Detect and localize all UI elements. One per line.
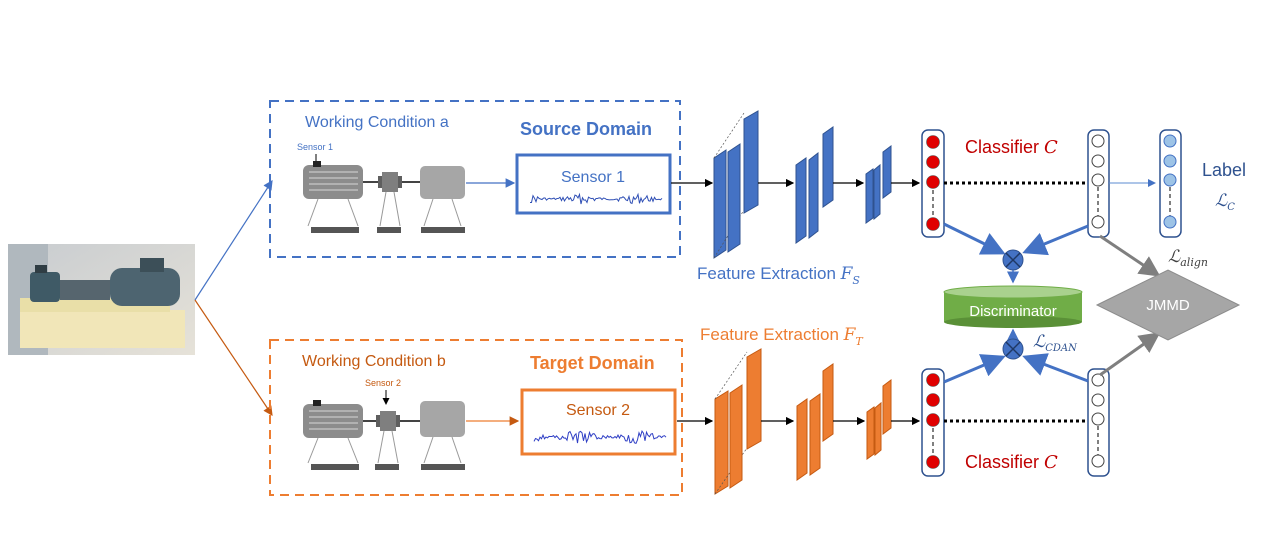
target-domain-title: Target Domain bbox=[530, 353, 655, 373]
source-sensor-tag: Sensor 1 bbox=[297, 142, 333, 152]
target-sensor-box-label: Sensor 2 bbox=[566, 402, 630, 419]
label-loss: ℒC bbox=[1215, 191, 1235, 213]
discriminator-label: Discriminator bbox=[969, 303, 1057, 320]
target-feature-extractor bbox=[677, 348, 921, 495]
source-sensor-box-label: Sensor 1 bbox=[561, 169, 625, 186]
jmmd-diamond bbox=[1095, 269, 1241, 341]
cdan-loss-label: ℒCDAN bbox=[1033, 332, 1078, 354]
discriminator-cylinder bbox=[943, 285, 1083, 328]
source-feature-label: Feature Extraction FS bbox=[697, 264, 860, 287]
target-signal-wave bbox=[533, 429, 667, 445]
source-branch-arrow bbox=[194, 179, 273, 301]
source-machine-icon bbox=[303, 161, 465, 233]
jmmd-label: JMMD bbox=[1146, 297, 1189, 314]
test-rig-photo bbox=[8, 244, 195, 355]
source-classifier-label: Classifier C bbox=[965, 137, 1058, 158]
target-sensor-box bbox=[520, 388, 677, 456]
target-feature-label: Feature Extraction FT bbox=[700, 325, 864, 348]
source-feature-extractor bbox=[671, 110, 921, 259]
align-loss-label: ℒalign bbox=[1168, 247, 1208, 269]
label-title: Label bbox=[1202, 160, 1246, 180]
source-condition-label: Working Condition a bbox=[305, 114, 449, 131]
target-branch-arrow bbox=[194, 299, 273, 416]
target-domain-box bbox=[269, 339, 683, 496]
target-condition-label: Working Condition b bbox=[302, 353, 446, 370]
target-sensor-tag: Sensor 2 bbox=[365, 378, 401, 388]
target-machine-icon bbox=[303, 400, 465, 470]
source-domain-box bbox=[269, 100, 681, 258]
source-sensor-box bbox=[515, 153, 672, 215]
target-classifier-label: Classifier C bbox=[965, 452, 1058, 473]
source-domain-title: Source Domain bbox=[520, 119, 652, 139]
source-signal-wave bbox=[530, 192, 663, 205]
